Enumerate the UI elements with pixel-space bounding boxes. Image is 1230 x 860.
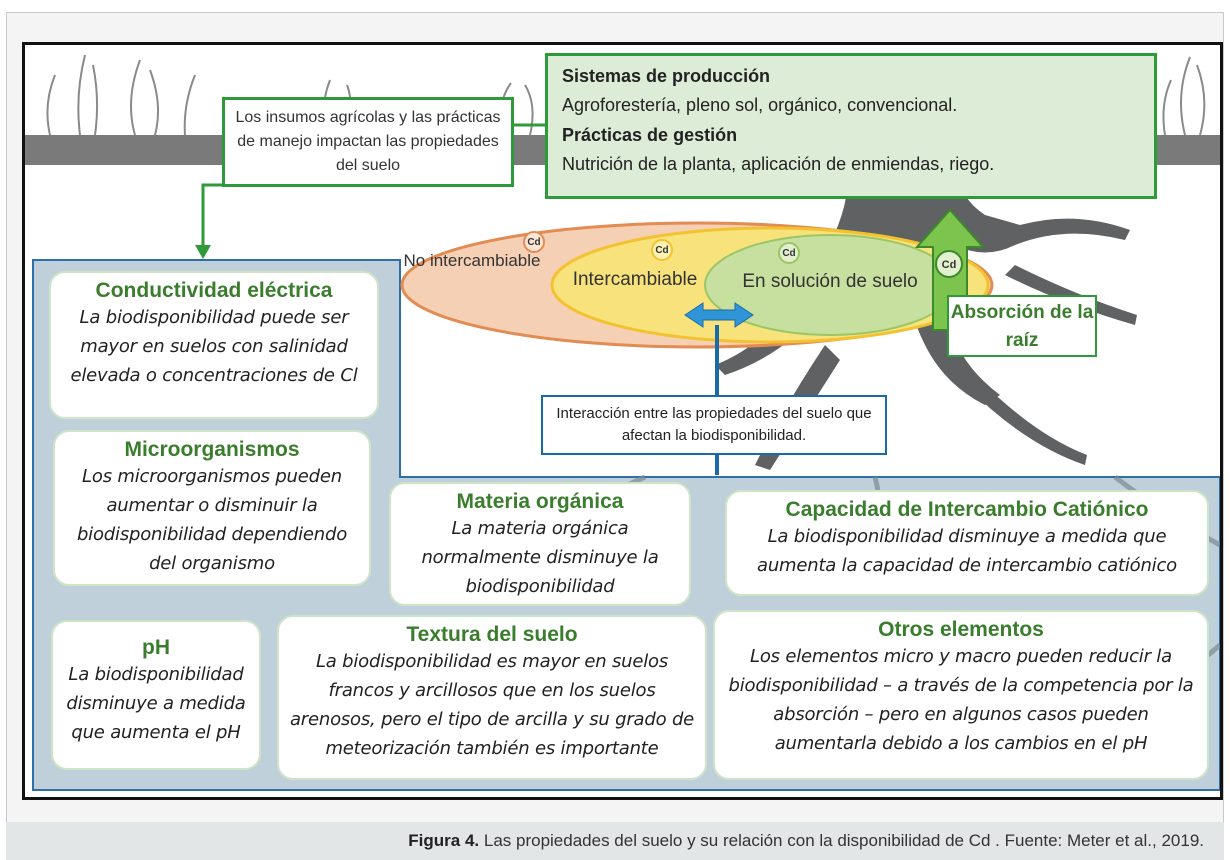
caption-bar: Figura 4. Las propiedades del suelo y su… xyxy=(6,822,1224,860)
management-text: Nutrición de la planta, aplicación de en… xyxy=(562,154,995,174)
card-title: Materia orgánica xyxy=(456,490,624,513)
card-title: Microorganismos xyxy=(124,438,300,461)
pool-label-middle: Intercambiable xyxy=(572,269,698,290)
exchange-double-arrow xyxy=(684,302,754,328)
card-cation-exchange-capacity: Capacidad de Intercambio Catiónico La bi… xyxy=(725,490,1209,596)
card-text: La biodisponibilidad disminuye a medida … xyxy=(756,526,1177,576)
cd-marker-root: Cd xyxy=(935,250,963,278)
card-text: La biodisponibilidad puede ser mayor en … xyxy=(70,307,358,386)
root-uptake-box: Absorción de la raíz xyxy=(947,295,1097,357)
pool-label-outer: No intercambiable xyxy=(403,251,541,270)
production-box: Sistemas de producción Agroforestería, p… xyxy=(545,53,1157,199)
card-other-elements: Otros elementos Los elementos micro y ma… xyxy=(713,610,1209,780)
card-title: Capacidad de Intercambio Catiónico xyxy=(785,498,1149,521)
caption-label: Figura 4. xyxy=(408,831,480,850)
diagram-frame: Cd Cd Cd Cd No intercambiable Intercambi… xyxy=(22,42,1223,800)
card-electrical-conductivity: Conductividad eléctrica La biodisponibil… xyxy=(49,271,379,419)
cd-marker-middle: Cd xyxy=(651,239,673,261)
card-title: Otros elementos xyxy=(878,618,1044,641)
interaction-note-box: Interacción entre las propiedades del su… xyxy=(541,395,887,455)
production-text: Agroforestería, pleno sol, orgánico, con… xyxy=(562,95,958,115)
card-text: Los elementos micro y macro pueden reduc… xyxy=(728,646,1194,754)
pool-label-inner: En solución de suelo xyxy=(742,271,918,292)
interaction-note-text: Interacción entre las propiedades del su… xyxy=(556,405,872,444)
card-microorganisms: Microorganismos Los microorganismos pued… xyxy=(53,430,371,586)
card-organic-matter: Materia orgánica La materia orgánica nor… xyxy=(389,482,691,606)
root-uptake-label: Absorción de la raíz xyxy=(950,302,1094,351)
management-title: Prácticas de gestión xyxy=(562,125,738,145)
card-title: Conductividad eléctrica xyxy=(95,279,333,302)
caption-text: Las propiedades del suelo y su relación … xyxy=(483,831,1204,850)
card-ph: pH La biodisponibilidad disminuye a medi… xyxy=(51,620,261,770)
figure-caption: Figura 4. Las propiedades del suelo y su… xyxy=(408,831,1204,851)
card-title: pH xyxy=(142,636,170,659)
card-text: La biodisponibilidad es mayor en suelos … xyxy=(289,651,695,759)
card-title: Textura del suelo xyxy=(406,623,578,646)
arrow-head-green xyxy=(195,245,211,259)
card-text: La biodisponibilidad disminuye a medida … xyxy=(66,664,246,743)
card-text: Los microorganismos pueden aumentar o di… xyxy=(76,466,348,574)
inputs-note-box: Los insumos agrícolas y las prácticas de… xyxy=(222,97,514,187)
card-text: La materia orgánica normalmente disminuy… xyxy=(421,518,659,597)
card-soil-texture: Textura del suelo La biodisponibilidad e… xyxy=(277,615,707,780)
cd-marker-outer: Cd xyxy=(523,231,545,253)
inputs-note-text: Los insumos agrícolas y las prácticas de… xyxy=(235,109,501,174)
cd-marker-inner: Cd xyxy=(778,242,800,264)
production-title: Sistemas de producción xyxy=(562,66,771,86)
arrow-inputs-to-soil xyxy=(201,183,255,245)
